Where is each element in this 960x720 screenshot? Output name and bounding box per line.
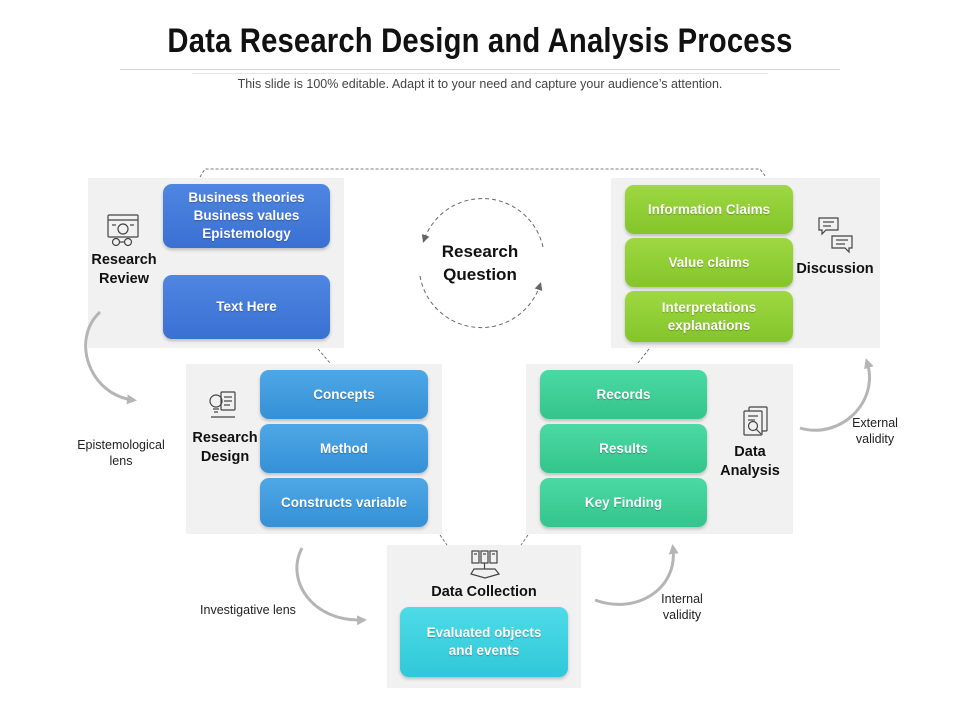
title-divider-secondary <box>192 73 768 74</box>
chat-bubbles-icon <box>816 214 856 259</box>
title-divider <box>120 69 840 70</box>
design-collection-connector <box>439 534 448 546</box>
data-collection-label: Data Collection <box>431 584 537 600</box>
internal-validity-arrow <box>594 544 679 606</box>
database-books-icon <box>469 549 501 584</box>
data-analysis-item[interactable]: Results <box>540 424 707 473</box>
discussion-item[interactable]: Information Claims <box>625 185 793 234</box>
discussion-label: Discussion <box>796 261 874 277</box>
research-review-item[interactable]: Business theories Business values Episte… <box>163 184 330 248</box>
investigative-lens-label: Investigative lens <box>200 603 296 617</box>
research-design-item[interactable]: Method <box>260 424 428 473</box>
page-title: Data Research Design and Analysis Proces… <box>167 22 793 60</box>
data-analysis-item[interactable]: Key Finding <box>540 478 707 527</box>
data-collection-item[interactable]: Evaluated objects and events <box>400 607 568 677</box>
external-validity-arrow <box>799 358 874 432</box>
epistemological-lens-label: Epistemological lens <box>77 438 165 468</box>
cycle-arrow-lower <box>419 275 543 329</box>
data-analysis-item[interactable]: Records <box>540 370 707 419</box>
external-validity-label: External validity <box>852 416 898 446</box>
top-dashed-bracket <box>199 168 767 178</box>
data-analysis-label: Data Analysis <box>720 444 780 479</box>
magnifier-document-icon <box>739 405 771 444</box>
research-review-label: Research Review <box>91 252 157 287</box>
research-design-label: Research Design <box>192 430 258 465</box>
analysis-collection-connector <box>520 534 529 546</box>
epistemological-arrow <box>84 310 137 405</box>
discussion-analysis-connector <box>637 348 650 364</box>
research-question-label: Research Question <box>441 242 519 284</box>
cycle-arrow-upper <box>421 198 544 248</box>
lightbulb-document-icon <box>207 389 239 426</box>
research-review-item[interactable]: Text Here <box>163 275 330 339</box>
research-design-item[interactable]: Concepts <box>260 370 428 419</box>
internal-validity-label: Internal validity <box>661 592 703 622</box>
research-design-item[interactable]: Constructs variable <box>260 478 428 527</box>
investigative-arrow <box>295 547 367 626</box>
page-subtitle: This slide is 100% editable. Adapt it to… <box>237 77 723 91</box>
certificate-glasses-icon <box>106 213 140 252</box>
discussion-item[interactable]: Value claims <box>625 238 793 287</box>
review-design-connector <box>317 348 331 364</box>
discussion-item[interactable]: Interpretations explanations <box>625 291 793 342</box>
